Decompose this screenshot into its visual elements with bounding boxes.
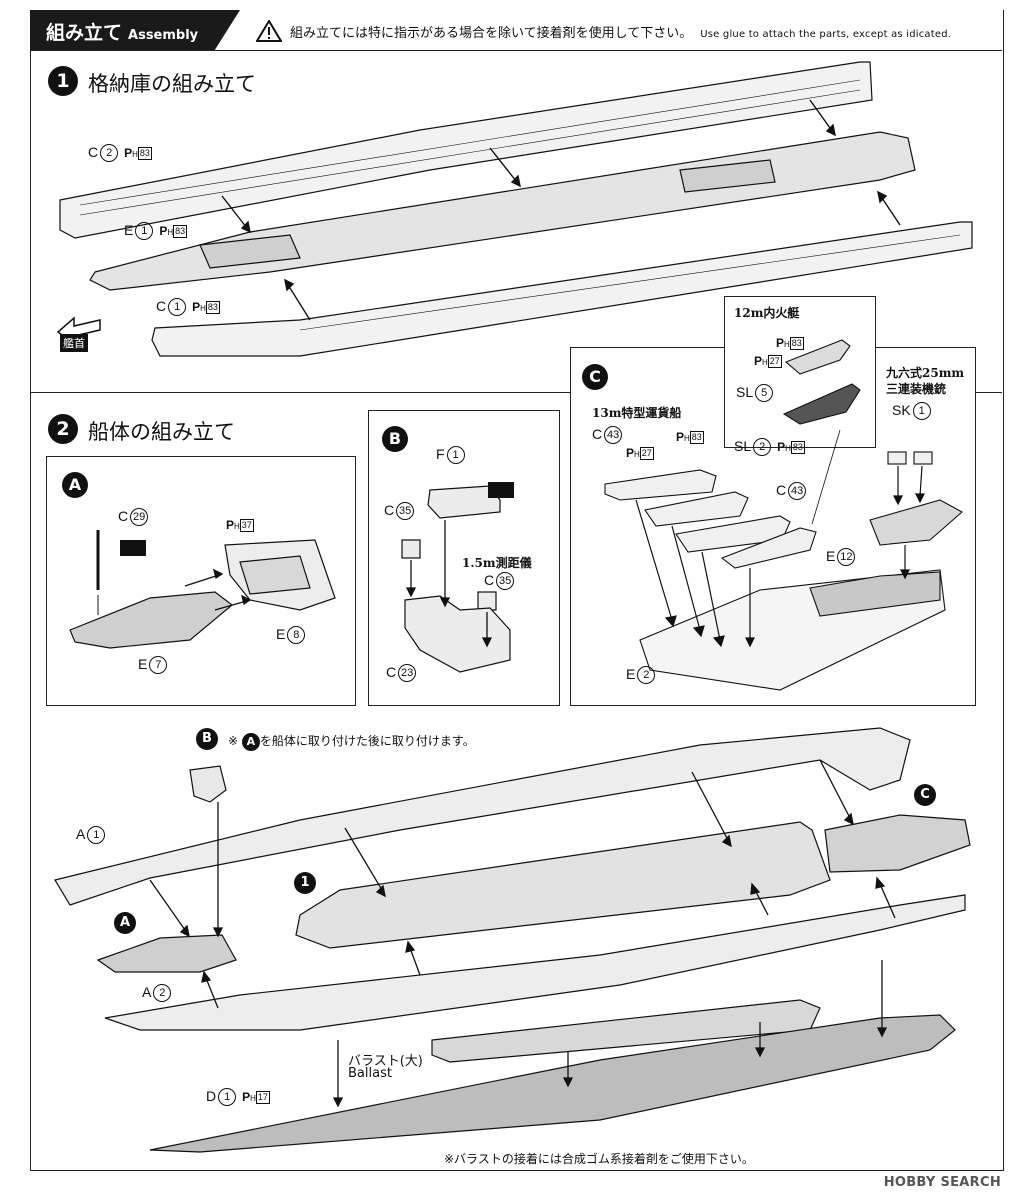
- final-c-marker: C: [914, 784, 936, 806]
- section-divider: [30, 392, 1002, 393]
- glue-note-jp: 組み立てには特に指示がある場合を除いて接着剤を使用して下さい。: [290, 26, 693, 41]
- glue-note-en: Use glue to attach the parts, except as …: [700, 29, 952, 40]
- final-step1-marker: 1: [294, 872, 316, 894]
- warning-icon: [256, 20, 282, 42]
- motor-boat-label: 12m内火艇: [734, 306, 800, 320]
- assembly-header: 組み立て Assembly 組み立てには特に指示がある場合を除いて接着剤を使用して…: [30, 10, 1002, 51]
- hangar-deck-e1: [89, 131, 916, 291]
- header-rule: [30, 50, 1002, 51]
- step1-title: 格納庫の組み立て: [88, 72, 256, 96]
- final-note-text: を船体に取り付けた後に取り付けます。: [259, 734, 475, 748]
- glue-icon-b: [488, 482, 514, 498]
- ballast-label-en: Ballast: [348, 1066, 392, 1081]
- rangefinder-label: 1.5m測距儀: [462, 556, 532, 570]
- ballast-glue-note: ※バラストの接着には合成ゴム系接着剤をご使用下さい。: [444, 1152, 754, 1166]
- subassembly-a-marker: A: [62, 472, 88, 498]
- aa-gun-label-2: 三連装機銃: [886, 382, 947, 396]
- aa-gun-label-1: 九六式25mm: [886, 366, 965, 380]
- header-title-band: [30, 10, 240, 50]
- watermark: HOBBY SEARCH: [883, 1175, 1001, 1190]
- bow-label: 艦首: [60, 334, 88, 352]
- final-note-a-marker: A: [241, 732, 260, 751]
- header-title-jp: 組み立て: [46, 22, 123, 44]
- ballast-label-jp: バラスト(大): [348, 1054, 423, 1069]
- step2-number: 2: [48, 414, 78, 444]
- final-b-marker: B: [196, 728, 218, 750]
- step2-title: 船体の組み立て: [88, 420, 235, 444]
- hangar-wall-c2: [59, 61, 873, 239]
- hangar-wall-c1: [151, 221, 973, 357]
- page-frame: [30, 10, 1004, 1171]
- header-title: 組み立て Assembly: [46, 18, 198, 45]
- glue-icon: [120, 540, 146, 556]
- header-title-en: Assembly: [128, 28, 199, 43]
- final-a-marker: A: [114, 912, 136, 934]
- cargo-boat-label: 13m特型運貨船: [592, 406, 682, 420]
- glue-note: 組み立てには特に指示がある場合を除いて接着剤を使用して下さい。 Use glue …: [290, 22, 951, 41]
- subassembly-b-marker: B: [382, 426, 408, 452]
- subassembly-c-marker: C: [582, 364, 608, 390]
- step1-number: 1: [48, 66, 78, 96]
